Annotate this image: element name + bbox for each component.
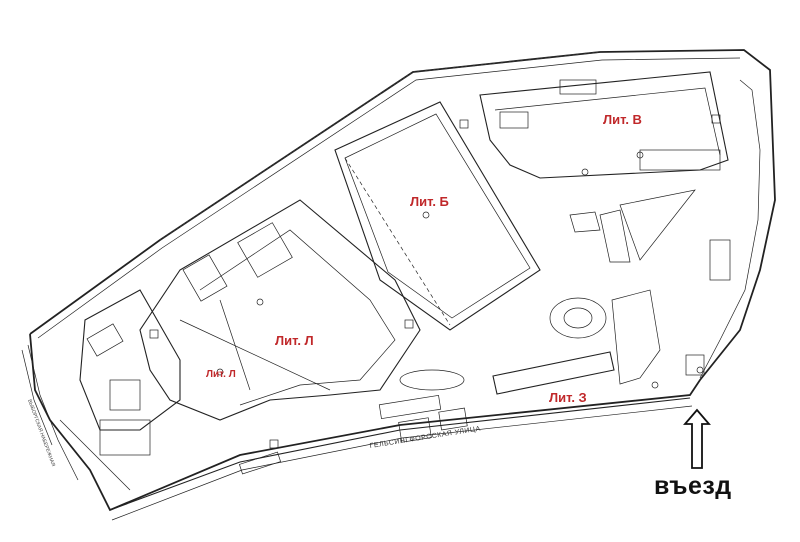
entry-arrow-icon bbox=[683, 408, 711, 469]
label-lit-l: Лит. Л bbox=[275, 333, 314, 348]
label-lit-v: Лит. В bbox=[603, 112, 642, 127]
street-gelsingforsskaya: ГЕЛЬСИНГФОРССКАЯ УЛИЦА bbox=[109, 397, 693, 521]
building-lit-l bbox=[139, 199, 421, 421]
yard-features bbox=[399, 189, 696, 391]
street-label-main: ГЕЛЬСИНГФОРССКАЯ УЛИЦА bbox=[369, 425, 481, 449]
building-left-blocks bbox=[59, 289, 181, 491]
plan-markers bbox=[149, 114, 721, 449]
right-edge-details bbox=[685, 79, 761, 379]
street-label-left: ВЫБОРГСКАЯ НАБЕРЕЖНАЯ bbox=[26, 399, 56, 468]
label-lit-l-small: Лит. Л bbox=[206, 369, 236, 380]
label-lit-b: Лит. Б bbox=[410, 194, 449, 209]
entry-label: въезд bbox=[654, 472, 732, 500]
site-boundary bbox=[29, 49, 776, 512]
label-lit-z: Лит. З bbox=[549, 390, 587, 405]
bottom-blocks bbox=[238, 394, 468, 475]
building-lit-b bbox=[334, 101, 541, 331]
building-lit-z bbox=[492, 289, 661, 395]
street-embankment: ВЫБОРГСКАЯ НАБЕРЕЖНАЯ bbox=[21, 344, 79, 481]
building-lit-v bbox=[479, 71, 729, 179]
